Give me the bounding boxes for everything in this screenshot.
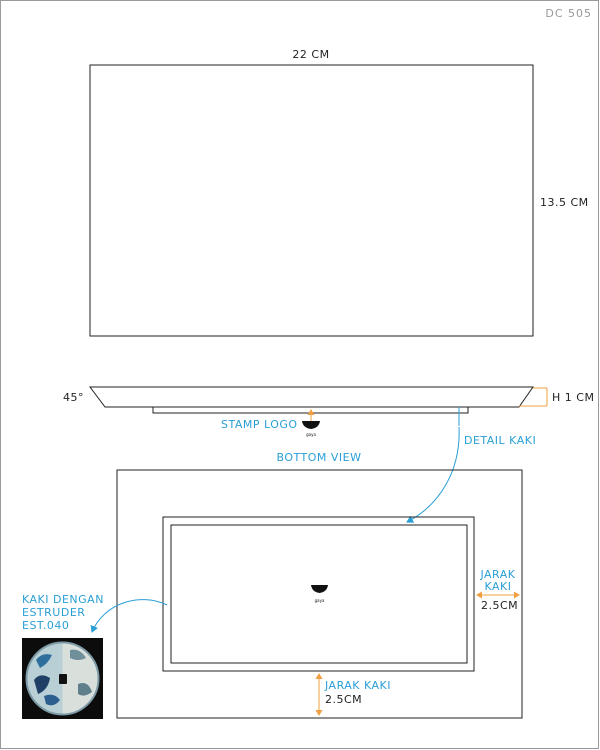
top-view-outline [89, 64, 534, 337]
kaki-detail-line1: KAKI DENGAN [22, 593, 104, 606]
bottom-gap-value: 2.5CM [325, 693, 362, 706]
bottom-view: BOTTOM VIEW gaya JARAK KAKI 2.5CM JARAK … [90, 451, 523, 719]
detail-curve-arrow [406, 426, 460, 523]
detail-kaki-label: DETAIL KAKI [464, 434, 536, 447]
kaki-detail-line3: EST.040 [22, 619, 69, 632]
kaki-photo [22, 638, 103, 719]
top-view-width-label: 22 CM [292, 48, 329, 61]
angle-label: 45° [63, 391, 84, 404]
top-view: 22 CM 13.5 CM [89, 48, 589, 337]
sheet-code: DC 505 [545, 7, 592, 20]
bottom-logo-text: gaya [315, 598, 325, 603]
side-gap-value: 2.5CM [481, 599, 518, 612]
bottom-view-title: BOTTOM VIEW [277, 451, 362, 464]
height-label: H 1 CM [552, 391, 594, 404]
stamp-logo-text: gaya [306, 432, 316, 437]
stamp-logo-label: STAMP LOGO [221, 418, 298, 431]
stamp-logo-icon: gaya [302, 421, 320, 437]
kaki-detail: KAKI DENGAN ESTRUDER EST.040 [22, 593, 104, 719]
side-view-profile [89, 386, 534, 408]
top-view-height-label: 13.5 CM [540, 196, 589, 209]
foot-inner-outline [170, 524, 468, 664]
foot-outer-outline [162, 516, 475, 672]
side-gap-label-line1: JARAK [479, 568, 515, 581]
bottom-logo-icon: gaya [311, 585, 328, 603]
kaki-detail-line2: ESTRUDER [22, 606, 85, 619]
bottom-view-outline [116, 469, 523, 719]
side-gap-label-line2: KAKI [484, 580, 511, 593]
kaki-curve-arrow [90, 599, 168, 633]
bottom-gap-label: JARAK KAKI [324, 679, 391, 692]
side-view: 45° H 1 CM STAMP LOGO gaya DETAIL KAKI [63, 386, 594, 523]
